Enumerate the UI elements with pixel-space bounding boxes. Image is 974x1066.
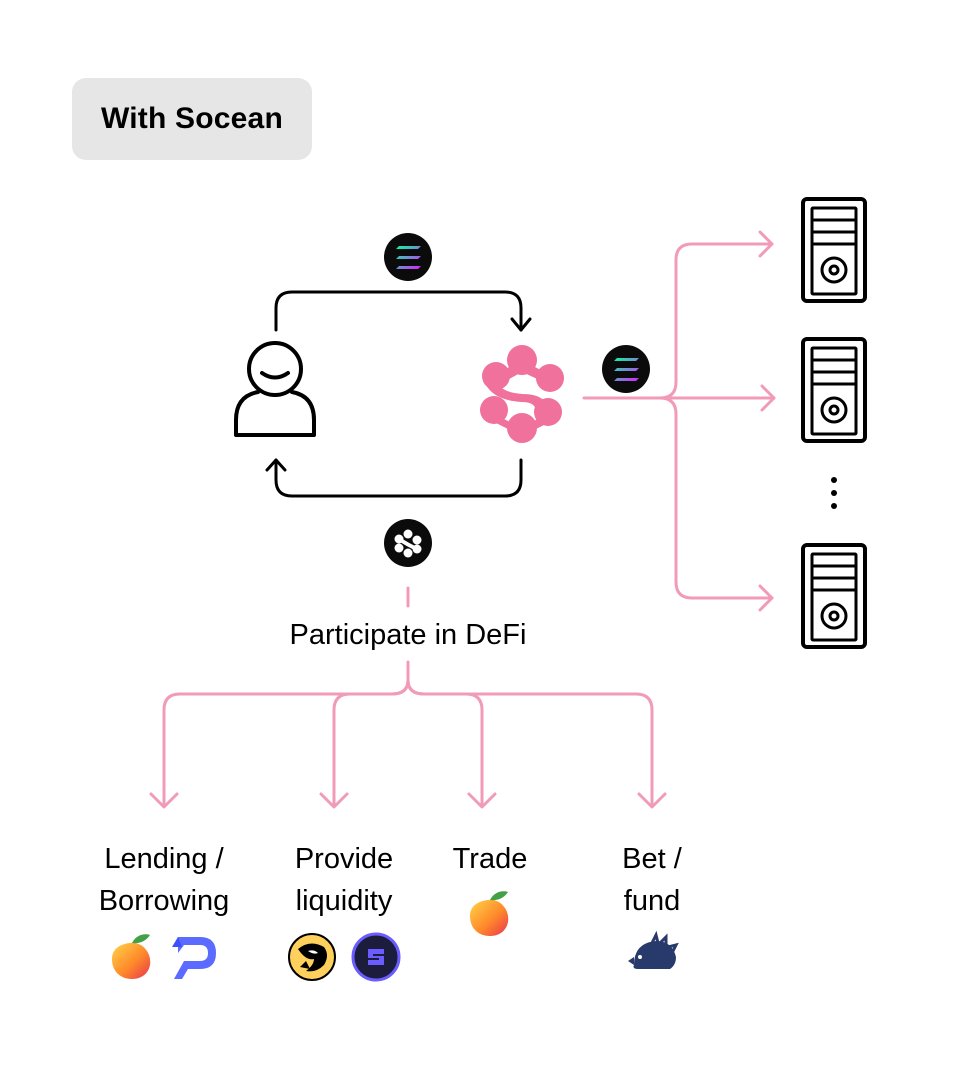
use-trade-label: Trade bbox=[452, 843, 528, 875]
participate-defi-label: Participate in DeFi bbox=[289, 619, 527, 651]
unstake-loop-bottom bbox=[265, 458, 523, 498]
socean-token-icon bbox=[384, 519, 432, 567]
user-icon bbox=[234, 341, 316, 437]
saber-logo bbox=[351, 932, 401, 982]
port-finance-logo bbox=[172, 937, 216, 979]
header-title: With Socean bbox=[101, 102, 283, 135]
solana-token-icon bbox=[384, 233, 432, 281]
use-bet-fund-label: Bet / fund bbox=[622, 843, 682, 917]
validator-server-icon bbox=[801, 337, 867, 443]
mango-logo bbox=[470, 891, 509, 936]
header-chip: With Socean bbox=[72, 78, 312, 160]
delegation-branches bbox=[582, 230, 776, 612]
solana-token-icon bbox=[602, 345, 650, 393]
use-provide-liquidity-label: Provide liquidity bbox=[294, 843, 394, 917]
hedgehog-logo bbox=[628, 930, 679, 969]
defi-branches bbox=[149, 586, 667, 809]
validator-server-icon bbox=[801, 197, 867, 303]
validator-server-icon bbox=[801, 543, 867, 649]
stake-loop-top bbox=[274, 290, 532, 332]
use-lending-borrowing-label: Lending / Borrowing bbox=[98, 843, 230, 917]
ellipsis-icon bbox=[831, 477, 837, 509]
mango-logo bbox=[112, 934, 151, 979]
socean-logo bbox=[480, 345, 564, 443]
orca-logo bbox=[288, 933, 336, 981]
